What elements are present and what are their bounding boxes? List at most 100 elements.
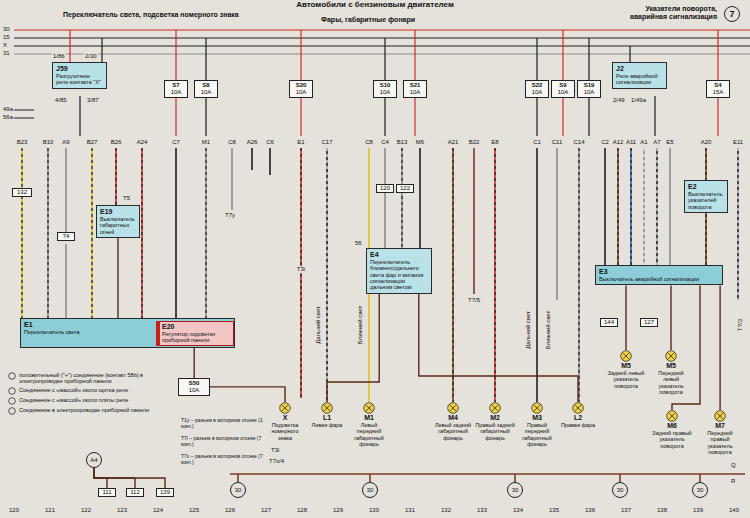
bulb-icon [447,402,459,414]
legend-text: положительный ("+") соединение (контакт … [19,372,170,385]
ground-circle: 30 [507,482,523,498]
bulb-cross [281,404,288,411]
wire [115,148,117,205]
connector-pin: E11 [732,139,744,146]
connector-note: T7i – разъем в моторном отсеке (7 конт.) [180,436,264,448]
wire-stripe [656,148,657,265]
section-heading: Указатели поворота, аварийная сигнализац… [612,5,718,21]
wire [384,148,386,248]
wire-stripe [91,148,92,318]
current-track-number: 136 [584,507,596,514]
part-code: M3 [516,414,558,422]
bulb-circle [448,403,459,414]
part-code: M5 [650,362,692,370]
legend-entry: Соединение с «массой» около щитка реле [8,387,170,395]
current-track-number: 137 [620,507,632,514]
part-description: Правый передний габаритный фонарь [516,422,558,447]
legend-sample [8,387,16,395]
wire [699,474,701,482]
wire-connector [419,294,578,402]
wire [654,96,655,136]
pin-label: 1/86 [52,53,66,60]
part-code: S50 [179,380,209,387]
connector-pin: A21 [447,139,460,146]
connector-pin: E1 [296,139,305,146]
page-title: Автомобили с бензиновым двигателем [295,0,455,9]
wire [300,148,302,398]
component-box: E4Переключатель ближнего/дальнего света … [366,248,432,294]
connector-pin: B13 [396,139,409,146]
regulator-box: E20Регулятор подсветки приборной панели [156,321,234,346]
lamp-symbol: M5Задний левый указатель поворота [605,350,647,389]
bulb-cross [323,404,330,411]
part-description: 10A [179,387,209,394]
component-box: E2Выключатель указателей поворота [684,180,728,213]
wire [14,38,750,39]
section-heading: Переключатель света, подсветка номерного… [62,11,240,19]
connector-tag: 132 [12,188,32,197]
wire [230,473,745,475]
bus-label: 56a [2,114,14,121]
legend-text: Соединение с «массой» около щитка реле [19,387,128,393]
wire-connector [94,468,165,488]
wire-stripe [494,148,495,402]
fuse-box: S2210A [525,80,549,98]
part-code: 112 [127,489,143,496]
pin-label: 3/87 [86,97,100,104]
bulb-cross [667,352,674,359]
wire [369,474,371,482]
legend: положительный ("+") соединение (контакт … [8,372,170,417]
part-code: 111 [99,489,115,496]
wire-connector [670,285,671,350]
connector-pin: A26 [246,139,259,146]
part-description: Реле аварийной сигнализации [616,73,663,86]
part-code: S9 [552,82,574,89]
bus-label: 30 [2,26,11,33]
wire [14,110,34,111]
legend-circle [9,397,16,404]
fuse-box: S710A [164,80,188,98]
bulb-circle [322,403,333,414]
wire [401,148,403,248]
connector-pin: M1 [201,139,211,146]
part-description: Выключатель габаритных огней [100,216,136,235]
bulb-cross [574,404,581,411]
connector-tag: 111 [98,488,116,497]
connector-tag: 122 [396,184,414,193]
wire [269,148,271,175]
part-code: 122 [397,185,413,192]
part-description: Переключатель света [24,329,150,335]
legend-circle [9,387,16,394]
current-track-number: 125 [188,507,200,514]
wire [69,30,70,62]
connector-tag: 112 [126,488,144,497]
part-description: Разгрузочное реле контакта "X" [56,73,103,86]
wire [14,118,34,119]
wire-stripe [452,148,453,402]
legend-text: Соединение с «массой» около плиты реле [19,397,128,403]
part-code: E2 [688,183,724,191]
switch-band: E3Выключатель аварийной сигнализации [595,265,723,285]
part-description: Передний правый указатель поворота [698,430,742,455]
connector-pin: A7 [652,139,661,146]
fuse-box: S910A [551,80,575,98]
wire [21,148,23,318]
part-description: 10A [404,89,426,96]
bulb-cross [449,404,456,411]
current-track-number: 134 [512,507,524,514]
lamp-symbol: XПодсветка номерного знака [264,402,306,441]
bulb-cross [365,404,372,411]
ground-circle: 30 [692,482,708,498]
lamp-symbol: M3Правый передний габаритный фонарь [516,402,558,447]
part-description: Левый передний габаритный фонарь [348,422,390,447]
bulb-icon [531,402,543,414]
wire-stripe [47,148,48,318]
wire-label: R [730,478,736,485]
wire [536,148,538,402]
part-code: S21 [404,82,426,89]
component-box: J2Реле аварийной сигнализации [612,62,667,89]
part-description: 10A [526,89,548,96]
bulb-circle [280,403,291,414]
connector-pin: B10 [42,139,55,146]
